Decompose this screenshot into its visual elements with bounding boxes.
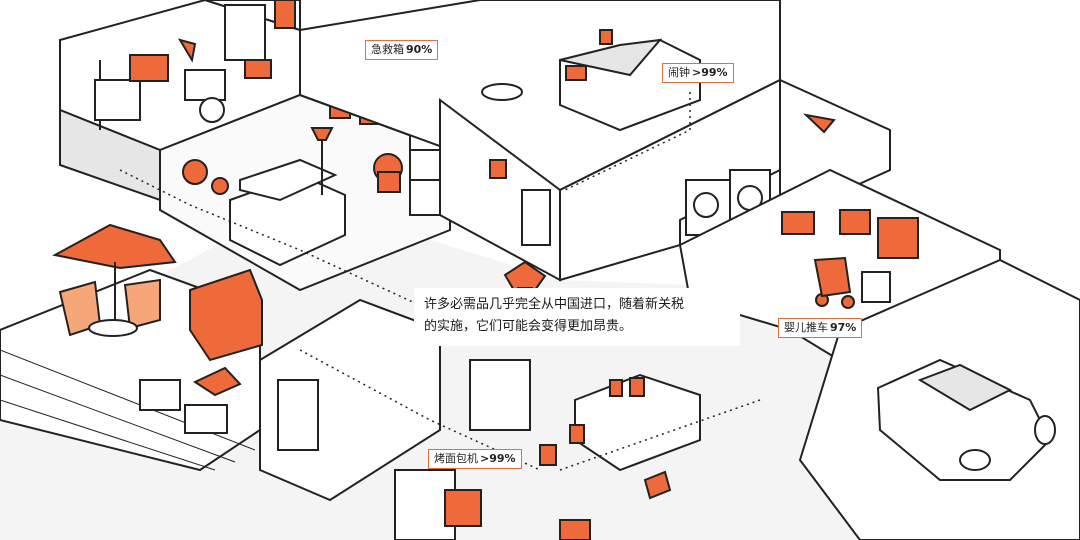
caption-line-1: 许多必需品几乎完全从中国进口，随着新关税 (424, 297, 685, 312)
first-aid-kit-percent: 90% (406, 43, 433, 56)
alarm-clock-label: 闹钟>99% (662, 63, 734, 83)
garage-car (798, 258, 1080, 540)
toaster-percent: >99% (480, 452, 516, 465)
bathroom-room (204, 0, 301, 79)
alarm-clock-percent: >99% (692, 66, 728, 79)
patio-deck (0, 223, 263, 472)
first-aid-kit-name: 急救箱 (371, 43, 404, 56)
toaster-label: 烤面包机>99% (428, 449, 522, 469)
caption-text-box: 许多必需品几乎完全从中国进口，随着新关税 的实施，它们可能会变得更加昂贵。 (414, 288, 740, 346)
stroller-name: 婴儿推车 (784, 321, 828, 334)
toaster-name: 烤面包机 (434, 452, 478, 465)
stroller-percent: 97% (830, 321, 857, 334)
alarm-clock-name: 闹钟 (668, 66, 690, 79)
caption-line-2: 的实施，它们可能会变得更加昂贵。 (424, 319, 633, 334)
kitchen-room (259, 298, 701, 540)
